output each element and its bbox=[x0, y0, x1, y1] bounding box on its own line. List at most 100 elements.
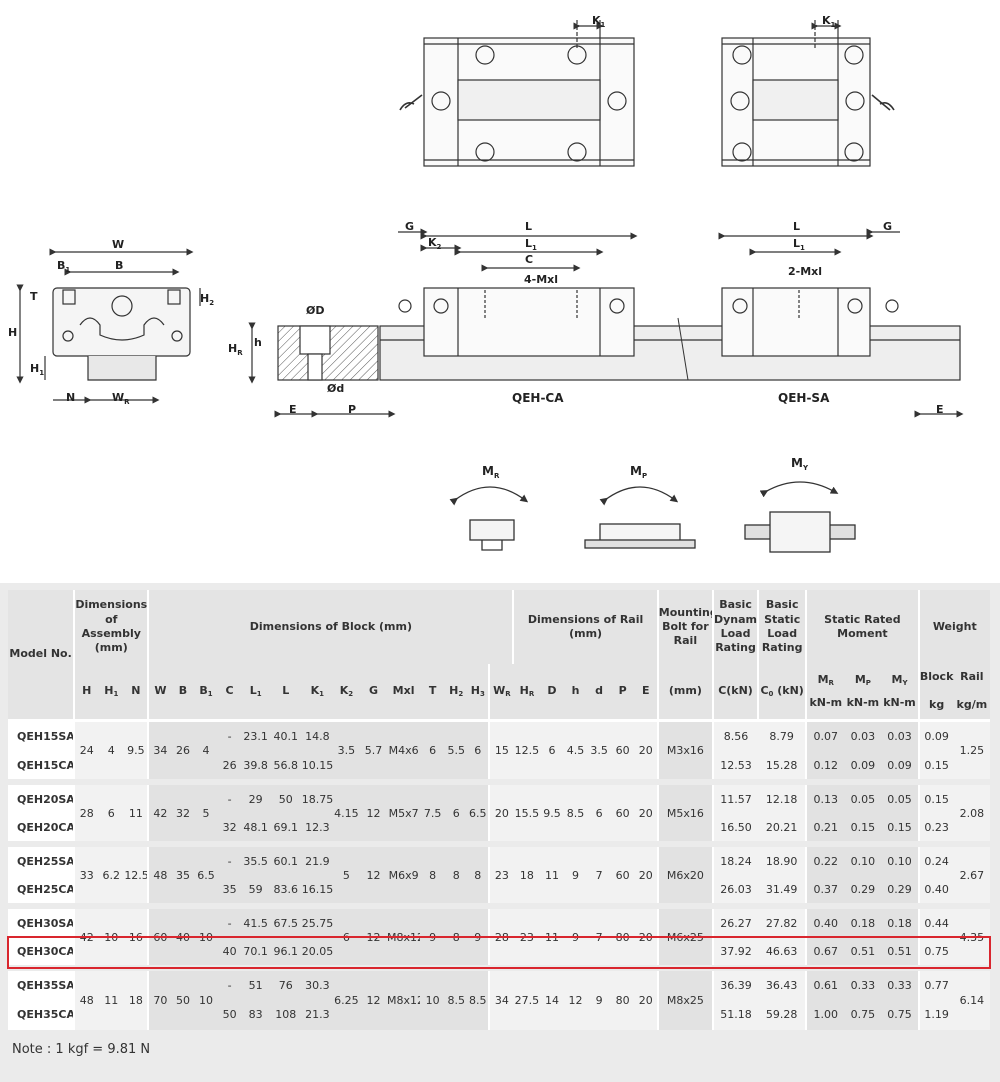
val-c: - bbox=[217, 965, 242, 999]
label-mp: MP bbox=[630, 464, 647, 480]
hdr-weight: Weight bbox=[917, 590, 990, 664]
val-ckn: 16.50 bbox=[711, 813, 759, 844]
val-e: 20 bbox=[634, 779, 658, 844]
val-mxl: M6x9 bbox=[387, 841, 421, 906]
val-h1: 11 bbox=[98, 965, 125, 1030]
label-2-mxl: 2-Mxl bbox=[788, 265, 822, 278]
sym: K bbox=[339, 683, 349, 697]
label-wr: WR bbox=[112, 391, 130, 406]
val-c0kn: 46.63 bbox=[758, 937, 807, 968]
spec-panel: Model No.Dimensions of Assembly (mm)Dime… bbox=[0, 583, 1000, 1082]
val-c: - bbox=[217, 720, 242, 751]
val-mr: 0.67 bbox=[805, 937, 845, 968]
val-g: 5.7 bbox=[359, 720, 388, 782]
val-n: 16 bbox=[124, 903, 149, 968]
val-d: 6 bbox=[587, 779, 611, 844]
label-h2-sub: 2 bbox=[209, 299, 214, 307]
val-mr: 0.21 bbox=[805, 813, 845, 844]
val-d: 6 bbox=[540, 720, 564, 782]
unit-mm: (mm) bbox=[656, 664, 713, 722]
label-n: N bbox=[66, 391, 75, 404]
val-l1: 51 bbox=[241, 965, 270, 999]
val-g: 12 bbox=[359, 965, 388, 1030]
val-n: 11 bbox=[124, 779, 149, 844]
val-block: 0.77 bbox=[917, 965, 954, 999]
val-k1: 21.3 bbox=[301, 999, 333, 1030]
val-l: 67.5 bbox=[269, 903, 302, 937]
val-b: 26 bbox=[171, 720, 195, 782]
val-l1: 29 bbox=[241, 779, 270, 813]
val-d: 7 bbox=[587, 903, 611, 968]
val-h: 4.5 bbox=[563, 720, 588, 782]
val-my: 0.10 bbox=[881, 841, 919, 875]
sym-l1: L1 bbox=[241, 664, 270, 722]
label-mp-sub: P bbox=[642, 472, 647, 480]
val-t: 9 bbox=[420, 903, 446, 968]
val-my: 0.75 bbox=[881, 999, 919, 1030]
val-mp: 0.15 bbox=[844, 813, 882, 844]
val-w: 48 bbox=[147, 841, 172, 906]
label-l-ca: L bbox=[525, 220, 532, 233]
sym-sub: 2 bbox=[348, 689, 354, 698]
val-h3: 6.5 bbox=[467, 779, 490, 844]
moment-unit: kN-m bbox=[809, 695, 843, 709]
sym: L bbox=[249, 683, 257, 697]
val-l: 40.1 bbox=[269, 720, 302, 751]
model-no: QEH15CA bbox=[8, 751, 75, 782]
val-p: 80 bbox=[610, 903, 635, 968]
sym-sub: 0 bbox=[768, 689, 774, 698]
model-no: QEH20CA bbox=[8, 813, 75, 844]
table-row: QEH35SA481118705010-517630.36.2512M8x121… bbox=[8, 965, 990, 1030]
val-mp: 0.05 bbox=[844, 779, 882, 813]
sym-l: L bbox=[269, 664, 302, 722]
val-ckn: 37.92 bbox=[711, 937, 759, 968]
val-mp: 0.03 bbox=[844, 720, 882, 751]
val-c: 35 bbox=[217, 875, 242, 906]
val-block: 1.19 bbox=[917, 999, 954, 1030]
val-l1: 39.8 bbox=[241, 751, 270, 782]
val-c0kn: 15.28 bbox=[758, 751, 807, 782]
val-hr: 18 bbox=[513, 841, 541, 906]
val-g: 12 bbox=[359, 779, 388, 844]
sym: H bbox=[449, 683, 459, 697]
val-rail-weight: 6.14 bbox=[953, 965, 990, 1030]
val-block: 0.15 bbox=[917, 779, 954, 813]
model-no: QEH20SA bbox=[8, 779, 75, 813]
val-c0kn: 18.90 bbox=[758, 841, 807, 875]
model-no: QEH15SA bbox=[8, 720, 75, 751]
val-h2: 6 bbox=[445, 779, 468, 844]
label-4-mxl: 4-Mxl bbox=[524, 273, 558, 286]
label-k2-sub: 2 bbox=[437, 243, 442, 251]
val-k1: 10.15 bbox=[301, 751, 333, 782]
side-view bbox=[379, 228, 964, 418]
val-my: 0.18 bbox=[881, 903, 919, 937]
sym: H bbox=[519, 683, 529, 697]
val-k1: 12.3 bbox=[301, 813, 333, 844]
sym-p: P bbox=[610, 664, 635, 722]
rail-section bbox=[248, 322, 396, 418]
val-n: 12.5 bbox=[124, 841, 149, 906]
model-no: QEH30CA bbox=[8, 937, 75, 968]
val-h: 42 bbox=[73, 903, 99, 968]
sym-d-lower: d bbox=[587, 664, 611, 722]
val-b1: 10 bbox=[194, 965, 218, 1030]
sym-n: N bbox=[124, 664, 149, 722]
label-hr-sub: R bbox=[237, 349, 243, 357]
weight-rail-unit: kg/m bbox=[956, 698, 988, 712]
val-my: 0.29 bbox=[881, 875, 919, 906]
label-g-right: G bbox=[883, 220, 892, 233]
val-l1: 48.1 bbox=[241, 813, 270, 844]
val-b1: 6.5 bbox=[194, 841, 218, 906]
label-k1-sa-sub: 1 bbox=[831, 21, 836, 29]
val-h3: 6 bbox=[467, 720, 490, 782]
val-h: 12 bbox=[563, 965, 588, 1030]
val-k2: 6 bbox=[332, 903, 360, 968]
val-block: 0.75 bbox=[917, 937, 954, 968]
val-c: 40 bbox=[217, 937, 242, 968]
sym-c: C bbox=[217, 664, 242, 722]
label-b1-sub: 1 bbox=[65, 266, 70, 274]
val-h2: 8.5 bbox=[445, 965, 468, 1030]
